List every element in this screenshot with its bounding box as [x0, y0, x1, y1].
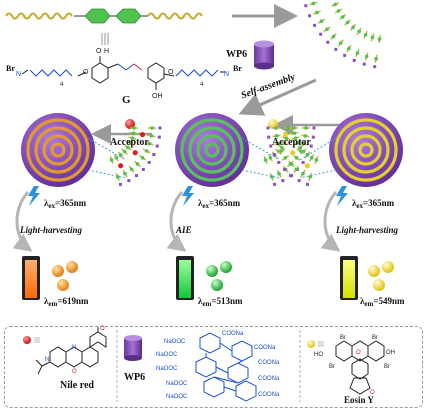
- emission-balls-yellow: [368, 261, 394, 291]
- sphere-middle: [175, 113, 249, 187]
- emission-arrows: [12, 191, 341, 252]
- sphere-right: [329, 113, 403, 187]
- nile-red-structure: [35, 327, 107, 375]
- excitation-left: λex=365nm: [44, 198, 87, 210]
- naooc-label-1: NaOOC: [164, 339, 186, 345]
- emission-right: λem=549nm: [360, 296, 405, 308]
- g-label: G: [122, 94, 131, 106]
- coona-label-4: COONa: [258, 376, 280, 382]
- aie-label: AIE: [176, 225, 192, 235]
- acceptor-left-label: Acceptor: [110, 137, 149, 148]
- svg-text:O: O: [168, 69, 174, 76]
- eosin-y-label: Eosin Y: [344, 395, 374, 405]
- svg-text:O: O: [100, 326, 105, 332]
- vial-yellow: [340, 256, 358, 300]
- svg-text:N: N: [45, 357, 49, 363]
- naooc-label-3: NaOOC: [156, 366, 178, 372]
- coona-label-1: COONa: [222, 331, 244, 337]
- light-harvesting-right-label: Light-harvesting: [336, 225, 399, 235]
- lightning-icons: [28, 186, 348, 206]
- bilayer-fan-left: [109, 126, 162, 186]
- coona-label-3: COONa: [258, 360, 280, 366]
- svg-text:OH: OH: [152, 93, 163, 100]
- emission-balls-orange: [52, 261, 78, 291]
- wp6-cylinder-legend: [124, 335, 142, 361]
- wp6-cylinder-top: [254, 40, 274, 70]
- naooc-label-5: NaOOC: [166, 394, 188, 400]
- vial-green: [176, 256, 194, 300]
- emission-left: λem=619nm: [44, 296, 89, 308]
- wp6-structure: [195, 332, 257, 402]
- svg-text:O: O: [356, 350, 361, 356]
- zoom-lines: [87, 137, 337, 179]
- sphere-left: [21, 113, 95, 187]
- g-molecule-chain: [5, 8, 203, 24]
- svg-text:Br: Br: [372, 335, 378, 341]
- naooc-label-2: NaOOC: [156, 352, 178, 358]
- svg-text:H: H: [104, 48, 109, 55]
- svg-text:Br: Br: [384, 364, 390, 370]
- nile-red-acceptor-dot: [125, 119, 135, 129]
- svg-text:O: O: [96, 48, 102, 55]
- svg-text:N: N: [72, 345, 76, 351]
- nile-red-label: Nile red: [60, 380, 94, 391]
- svg-text:4: 4: [200, 82, 204, 88]
- naooc-label-4: NaOOC: [166, 381, 188, 387]
- excitation-right: λex=365nm: [352, 198, 395, 210]
- coona-label-2: COONa: [254, 345, 276, 351]
- coona-label-5: COONa: [258, 392, 280, 398]
- svg-text:HO: HO: [314, 352, 323, 358]
- legend-red-dot-icon: [23, 336, 40, 344]
- eosin-structure: [335, 340, 385, 395]
- svg-text:N: N: [16, 71, 21, 78]
- svg-text:O: O: [370, 390, 375, 396]
- excitation-middle: λex=365nm: [198, 198, 241, 210]
- wp6-legend-label: WP6: [124, 372, 146, 383]
- emission-middle: λem=513nm: [198, 296, 243, 308]
- svg-text:Br: Br: [340, 335, 346, 341]
- emission-balls-green: [206, 261, 232, 291]
- vial-orange: [22, 256, 40, 300]
- br-left-label: Br: [6, 64, 15, 73]
- svg-text:Br: Br: [329, 364, 335, 370]
- equivalence-sign: [101, 33, 109, 45]
- svg-text:N: N: [224, 71, 229, 78]
- bilayer-fan-top: [304, 1, 382, 69]
- br-right-label: Br: [233, 64, 242, 73]
- legend-dividers: [116, 330, 301, 402]
- wp6-top-label: WP6: [226, 49, 248, 60]
- svg-text:O: O: [83, 69, 89, 76]
- acceptor-right-label: Acceptor: [272, 137, 311, 148]
- legend-yellow-dot-icon: [307, 340, 324, 348]
- light-harvesting-left-label: Light-harvesting: [20, 225, 83, 235]
- svg-text:4: 4: [60, 82, 64, 88]
- svg-text:O: O: [72, 369, 77, 375]
- svg-text:OH: OH: [386, 350, 395, 356]
- g-chemical-structure: [21, 56, 226, 90]
